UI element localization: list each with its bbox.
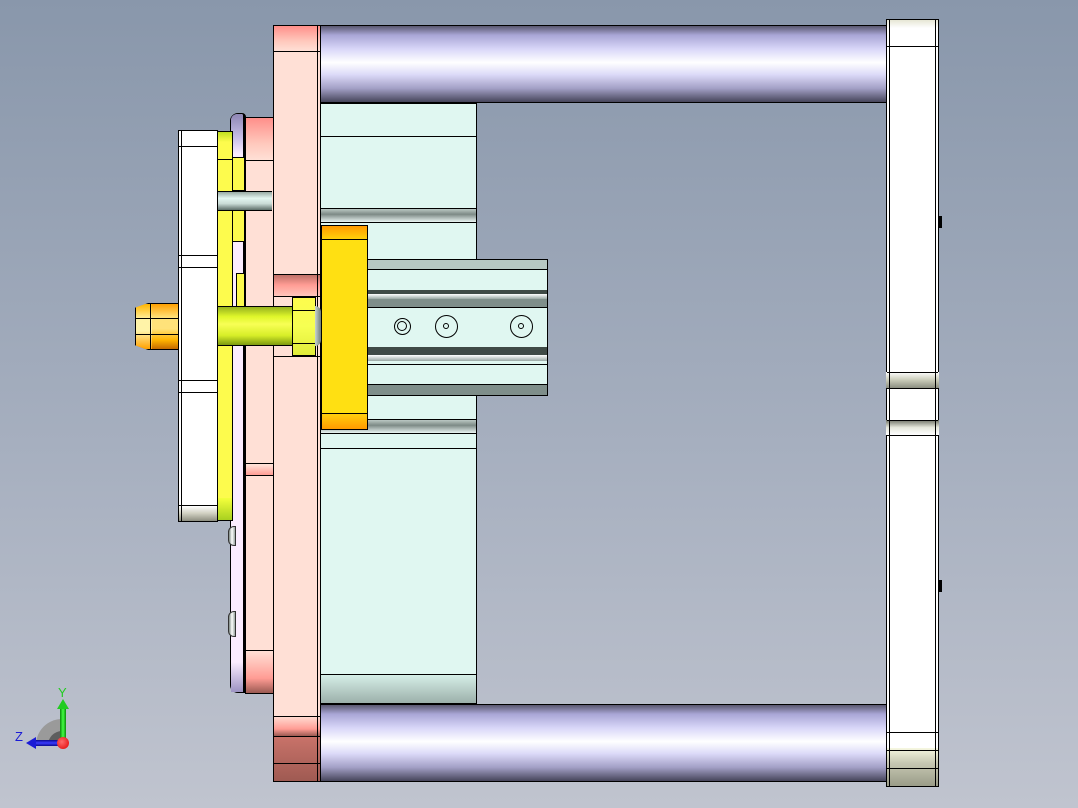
z-axis-arrow xyxy=(34,740,64,746)
insert xyxy=(231,210,245,242)
lavender-plate xyxy=(230,113,246,693)
nozzle-tip xyxy=(135,303,179,350)
inner-pink-plate xyxy=(245,117,274,694)
origin-dot-icon xyxy=(57,737,69,749)
port-icon xyxy=(510,315,533,338)
port-icon xyxy=(435,315,458,338)
y-axis-arrow xyxy=(60,707,66,743)
port-icon xyxy=(394,318,411,335)
clamp-block xyxy=(321,225,368,430)
mounting-plate xyxy=(273,25,321,782)
hex-nut xyxy=(292,297,316,356)
nut-washer xyxy=(315,306,321,346)
axis-triad: Y Z xyxy=(12,685,72,750)
guide-rod-bottom xyxy=(320,704,890,782)
y-arrowhead-icon xyxy=(57,699,69,709)
end-plate-right xyxy=(886,19,942,787)
insert xyxy=(231,157,245,191)
screw-head-icon xyxy=(228,611,236,637)
screw-head-icon xyxy=(228,526,236,546)
piston-rod xyxy=(218,306,298,346)
z-axis-label: Z xyxy=(15,729,23,744)
guide-rod-top xyxy=(320,25,890,103)
guide-pin xyxy=(218,191,272,211)
front-plate xyxy=(178,130,218,522)
insert xyxy=(236,273,245,307)
y-axis-label: Y xyxy=(58,685,67,700)
z-arrowhead-icon xyxy=(26,737,36,749)
pneumatic-cylinder xyxy=(366,259,548,396)
